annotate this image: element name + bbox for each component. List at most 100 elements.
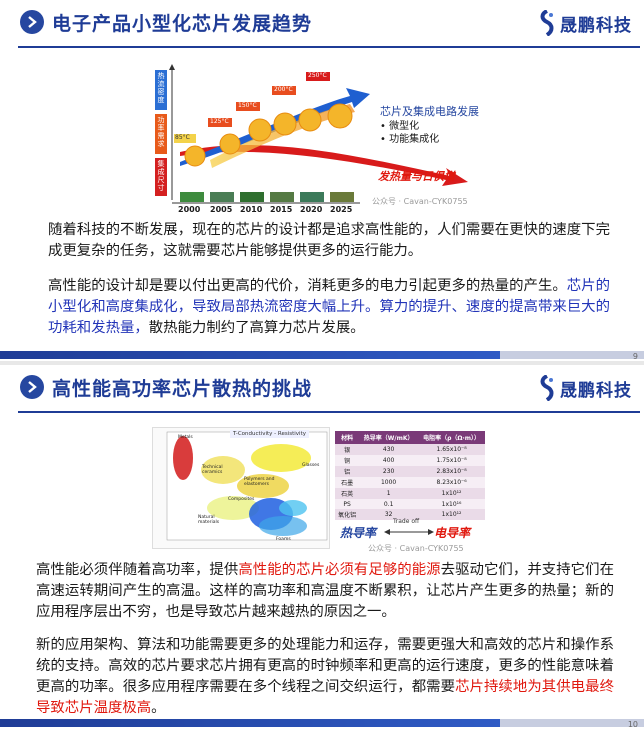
header-underline <box>18 46 640 48</box>
left-label-size: 集成尺寸 <box>157 160 165 192</box>
table-cell: 1000 <box>359 477 419 488</box>
tradeoff-text: Trade off <box>393 518 420 525</box>
page-number: 10 <box>627 720 638 729</box>
paragraph-2-highlight: 芯片的小型化和高度集成化，导致局部热流密度大幅上升。算力的提升、速度的提高带来巨… <box>48 278 610 336</box>
table-cell: PS <box>335 499 360 509</box>
table-cell: 铜 <box>335 455 360 466</box>
size-trend-arrow <box>180 145 468 186</box>
brand-logo-icon <box>540 375 554 401</box>
table-header: 热导率（W/mK） <box>359 431 419 444</box>
double-arrow-icon <box>384 529 434 535</box>
slide-header: 高性能高功率芯片散热的挑战 晟鹏科技 <box>0 365 644 413</box>
table-cell: 2.83x10⁻⁸ <box>418 466 485 477</box>
table-header-row: 材料 热导率（W/mK） 电阻率（ρ（Ω·m）） <box>335 431 485 444</box>
year-label: 2000 <box>178 205 201 214</box>
table-cell: 1 <box>359 488 419 499</box>
label-bar-heat-flux <box>155 70 167 110</box>
brand-name: 晟鹏科技 <box>560 15 632 36</box>
paragraph-2-text: 新的应用架构、算法和功能需要更多的处理能力和运存，需要更强大和高效的芯片和操作系… <box>36 637 614 695</box>
trend-legend-item: • 功能集成化 <box>380 134 440 145</box>
region-label: Technical ceramics <box>202 465 223 475</box>
table-cell: 400 <box>359 455 419 466</box>
paragraph-2-end: 。 <box>151 700 166 716</box>
brand-logo-icon <box>540 10 554 36</box>
brand-name: 晟鹏科技 <box>560 380 632 401</box>
heat-caption: 发热量与日俱增 <box>378 170 455 183</box>
label-bar-power <box>155 114 167 154</box>
region-label: Metals <box>178 435 193 440</box>
slide-9: 电子产品小型化芯片发展趋势 晟鹏科技 <box>0 0 644 362</box>
paragraph-1-end: 去驱动它们，并支持它们在高速运转期间产生的高温。这样的高功率和高温度不断累积，让… <box>36 562 614 620</box>
paragraph-2-highlight: 芯片持续地为其供电最终导致芯片温度极高 <box>36 679 614 716</box>
thermal-conductivity-label: 热导率 <box>340 526 377 540</box>
chip-photos <box>180 192 354 202</box>
table-cell: 石墨 <box>335 477 360 488</box>
temp-badge-250 <box>306 72 330 81</box>
electrical-conductivity-label: 电导率 <box>434 526 471 540</box>
region-label: Natural materials <box>198 515 220 525</box>
chip-trend-figure <box>155 64 468 204</box>
watermark: 公众号 · Cavan-CYK0755 <box>372 197 468 206</box>
heat-sun-markers <box>184 103 353 167</box>
temp-label-85: 85°C <box>175 134 190 141</box>
chevron-right-icon <box>20 375 44 399</box>
table-header: 电阻率（ρ（Ω·m）） <box>418 431 485 444</box>
region-label: Foams <box>276 537 291 542</box>
table-cell: 1x10¹⁶ <box>418 499 485 509</box>
brand-logo: 晟鹏科技 <box>538 10 632 36</box>
table-cell: 1x10¹² <box>418 488 485 499</box>
chevron-right-icon <box>20 10 44 34</box>
paragraph-2-end: 散热能力制约了高算力芯片发展。 <box>148 320 365 336</box>
paragraph-2: 高性能的设计却是要以付出更高的代价，消耗更多的电力引起更多的热量的产生。芯片的小… <box>48 276 610 339</box>
paragraph-2: 新的应用架构、算法和功能需要更多的处理能力和运存，需要更强大和高效的芯片和操作系… <box>36 635 614 719</box>
paragraph-1: 高性能必须伴随着高功率，提供高性能的芯片必须有足够的能源去驱动它们，并支持它们在… <box>36 560 614 623</box>
paragraph-1-text: 高性能必须伴随着高功率，提供 <box>36 562 239 578</box>
temp-badge-150 <box>236 102 260 111</box>
table-cell: 430 <box>359 444 419 455</box>
temp-badge-125 <box>208 118 232 127</box>
table-header: 材料 <box>335 431 360 444</box>
table-cell: 8.23x10⁻⁶ <box>418 477 485 488</box>
slide-title: 电子产品小型化芯片发展趋势 <box>52 13 313 35</box>
table-cell: 银 <box>335 444 360 455</box>
region-label: Composites <box>228 497 255 502</box>
table-cell: 1.75x10⁻⁸ <box>418 455 485 466</box>
table-cell: 1x10¹² <box>418 509 485 520</box>
region-label: Polymers and elastomers <box>244 477 275 487</box>
table-cell: 石英 <box>335 488 360 499</box>
tradeoff-label: 热导率 Trade off 电导率 <box>340 518 490 540</box>
trend-legend-title: 芯片及集成电路发展 <box>380 105 479 118</box>
footer-bar <box>0 351 644 359</box>
table-cell: 32 <box>359 509 419 520</box>
conductivity-resistivity-chart <box>152 427 330 549</box>
slide-10: 高性能高功率芯片散热的挑战 晟鹏科技 T-Conductivity - Resi… <box>0 365 644 729</box>
year-label: 2015 <box>270 205 293 214</box>
left-label-power: 功率需求 <box>157 116 165 148</box>
temp-label-150: 150°C <box>238 102 257 109</box>
table-cell: 230 <box>359 466 419 477</box>
table-cell: 铝 <box>335 466 360 477</box>
slide-title: 高性能高功率芯片散热的挑战 <box>52 378 313 400</box>
trend-legend-item: • 微型化 <box>380 121 420 132</box>
year-label: 2010 <box>240 205 263 214</box>
label-bar-size <box>155 158 167 196</box>
header-underline <box>18 411 640 413</box>
paragraph-1: 随着科技的不断发展，现在的芯片的设计都是追求高性能的，人们需要在更快的速度下完成… <box>48 222 610 259</box>
paragraph-2-text: 高性能的设计却是要以付出更高的代价，消耗更多的电力引起更多的热量的产生。 <box>48 278 567 294</box>
temp-label-250: 250°C <box>308 72 327 79</box>
trend-legend: 芯片及集成电路发展 • 微型化 • 功能集成化 <box>380 105 479 146</box>
slide-header: 电子产品小型化芯片发展趋势 晟鹏科技 <box>0 0 644 48</box>
year-label: 2020 <box>300 205 323 214</box>
temp-label-200: 200°C <box>274 86 293 93</box>
region-label: Glasses <box>302 463 320 468</box>
paragraph-1-highlight: 高性能的芯片必须有足够的能源 <box>238 562 441 578</box>
page-number: 9 <box>632 352 638 361</box>
temp-label-125: 125°C <box>210 118 229 125</box>
